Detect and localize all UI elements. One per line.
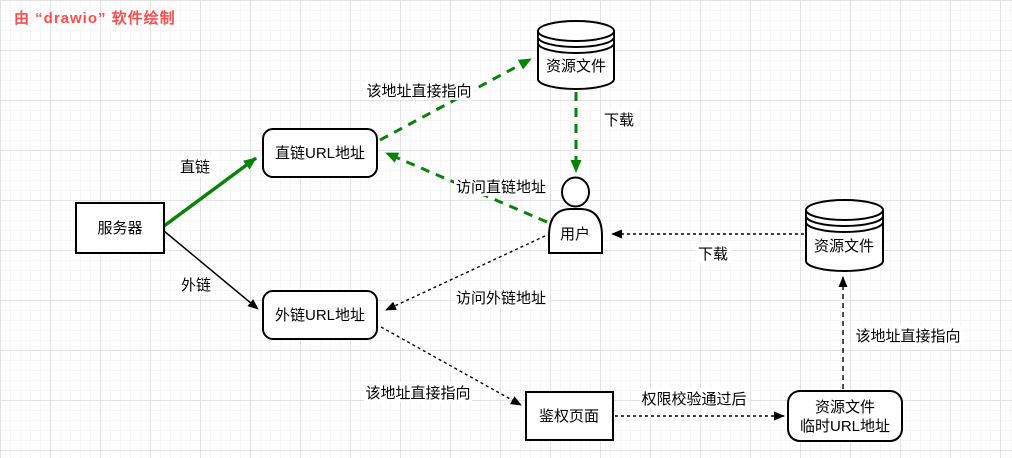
resource-file-top-label: 资源文件 <box>546 58 606 75</box>
edge-label-visit-external: 访问外链地址 <box>454 287 548 307</box>
edge-label-external-points-to: 该地址直接指向 <box>364 382 472 402</box>
server-label: 服务器 <box>97 220 142 237</box>
edge-label-bg <box>177 157 213 177</box>
node-auth-page: 鉴权页面 <box>525 391 614 441</box>
edge-label-bg <box>601 109 638 129</box>
edge-label-temp-points-to: 该地址直接指向 <box>854 325 962 345</box>
edge-label-text: 直链 <box>180 159 210 176</box>
edge-label-text: 权限校验通过后 <box>641 391 746 408</box>
cylinder-disk-line <box>537 36 615 48</box>
auth-page-box <box>525 391 614 441</box>
external-url-label: 外链URL地址 <box>275 307 365 324</box>
server-box <box>75 202 165 254</box>
edge-label-text: 下载 <box>698 246 728 263</box>
edge-label-direct-points-to: 该地址直接指向 <box>365 80 473 100</box>
edge-server-to-direct <box>162 156 258 228</box>
node-user: 用户 <box>548 176 603 254</box>
edge-label-bg <box>178 275 214 295</box>
cylinder-disk-line <box>805 221 884 233</box>
cylinder-top <box>805 199 884 221</box>
edge-label-bg <box>640 388 749 408</box>
direct-url-box <box>262 128 378 178</box>
edge-label-bg <box>695 243 732 263</box>
node-temp-url: 资源文件 临时URL地址 <box>787 390 903 442</box>
node-direct-url: 直链URL地址 <box>262 128 378 178</box>
edge-label-text: 该地址直接指向 <box>855 328 960 345</box>
edge-label-visit-direct: 访问直链地址 <box>454 176 548 196</box>
cylinder-top <box>537 20 615 42</box>
node-resource-file-top: 资源文件 <box>537 20 615 90</box>
edge-label-bg <box>365 80 473 100</box>
edge-user-to-external <box>385 235 546 311</box>
edge-label-bg <box>454 287 548 307</box>
temp-url-label-line1: 资源文件 <box>815 399 875 416</box>
resource-file-right-label: 资源文件 <box>814 238 874 255</box>
edge-label-text: 外链 <box>181 277 211 294</box>
edge-server-to-external <box>163 230 259 310</box>
diagram-credit-text: 由 “drawio” 软件绘制 <box>14 10 176 27</box>
edge-label-bg <box>854 325 962 345</box>
edge-label-external-link: 外链 <box>178 275 214 295</box>
edge-label-bg <box>364 382 472 402</box>
edge-label-bg <box>454 176 548 196</box>
user-label: 用户 <box>560 226 590 243</box>
external-url-box <box>262 290 378 340</box>
direct-url-label: 直链URL地址 <box>275 145 365 162</box>
edge-label-direct-link: 直链 <box>177 157 213 177</box>
edge-label-auth-passed: 权限校验通过后 <box>640 388 749 408</box>
cylinder-disk-line <box>537 42 615 54</box>
edge-label-download-top: 下载 <box>601 109 638 129</box>
edge-label-download-right: 下载 <box>695 243 732 263</box>
node-resource-file-right: 资源文件 <box>805 199 884 272</box>
node-server: 服务器 <box>75 202 165 254</box>
node-external-url: 外链URL地址 <box>262 290 378 340</box>
edge-label-text: 访问外链地址 <box>456 290 546 307</box>
user-head <box>561 176 590 208</box>
edge-label-text: 下载 <box>604 112 634 129</box>
edge-label-text: 该地址直接指向 <box>365 385 470 402</box>
cylinder-disk-line <box>805 215 884 227</box>
edge-external-to-auth <box>380 326 522 406</box>
temp-url-box <box>787 390 903 442</box>
auth-page-label: 鉴权页面 <box>539 408 599 425</box>
user-body <box>548 208 603 254</box>
edge-label-text: 访问直链地址 <box>456 179 546 196</box>
temp-url-label-line2: 临时URL地址 <box>800 418 890 435</box>
edge-label-text: 该地址直接指向 <box>366 83 471 100</box>
